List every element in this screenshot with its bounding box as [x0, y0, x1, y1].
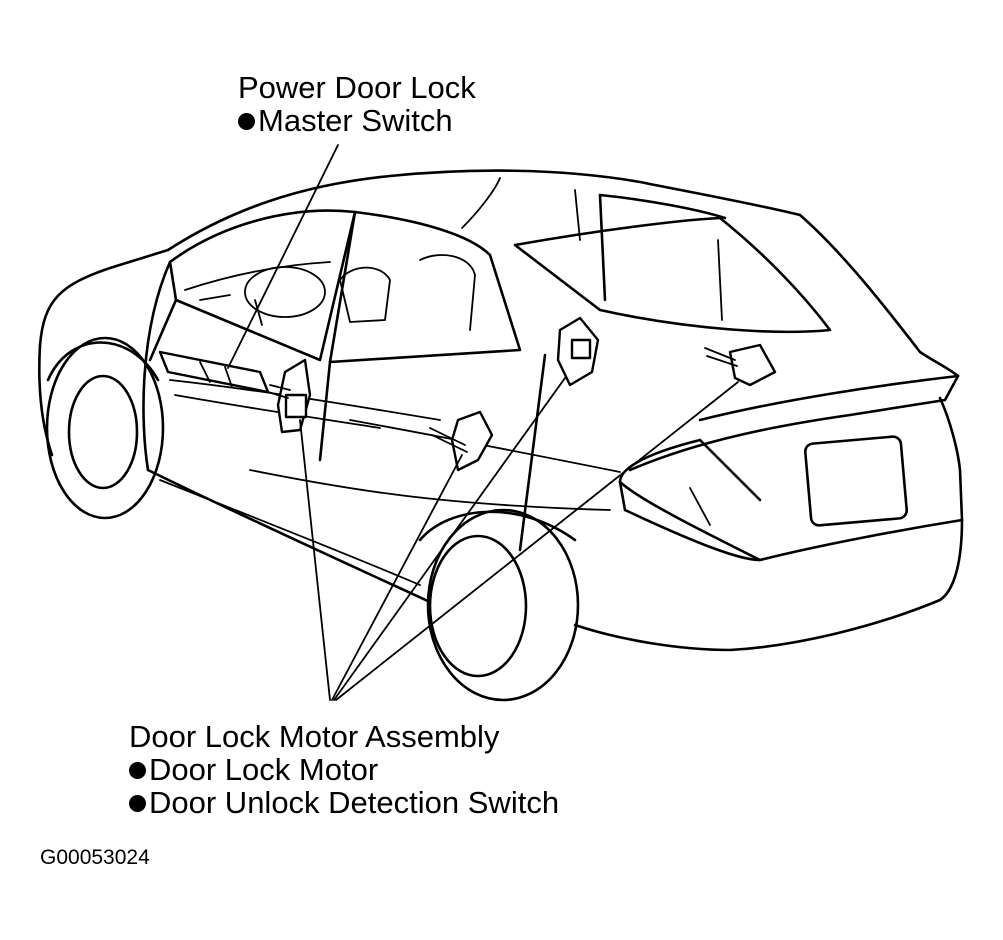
doors [142, 260, 621, 586]
front-wheel [45, 336, 165, 520]
bullet-icon [129, 762, 146, 779]
motor-assembly-label: Door Lock Motor Assembly Door Lock Motor… [129, 720, 559, 819]
car-body [38, 169, 964, 652]
motor-assembly-item-motor: Door Lock Motor [129, 753, 559, 786]
bullet-icon [238, 113, 255, 130]
master-switch-label: Power Door Lock Master Switch [238, 71, 476, 137]
door-lock-motor-trunk [704, 343, 777, 387]
motor-assembly-label-title: Door Lock Motor Assembly [129, 719, 500, 754]
door-lock-motor-front [267, 358, 312, 434]
leader-lines [227, 144, 739, 701]
master-switch-label-title: Power Door Lock [238, 70, 476, 105]
door-lock-motor-rear-right [556, 316, 600, 387]
windows [168, 177, 832, 552]
master-switch-label-item: Master Switch [238, 104, 476, 137]
interior [184, 254, 476, 331]
rear-wheel [418, 508, 580, 702]
figure-id: G00053024 [40, 846, 150, 869]
motor-assembly-item-switch: Door Unlock Detection Switch [129, 786, 559, 819]
bullet-icon [129, 795, 146, 812]
trunk [698, 374, 962, 527]
